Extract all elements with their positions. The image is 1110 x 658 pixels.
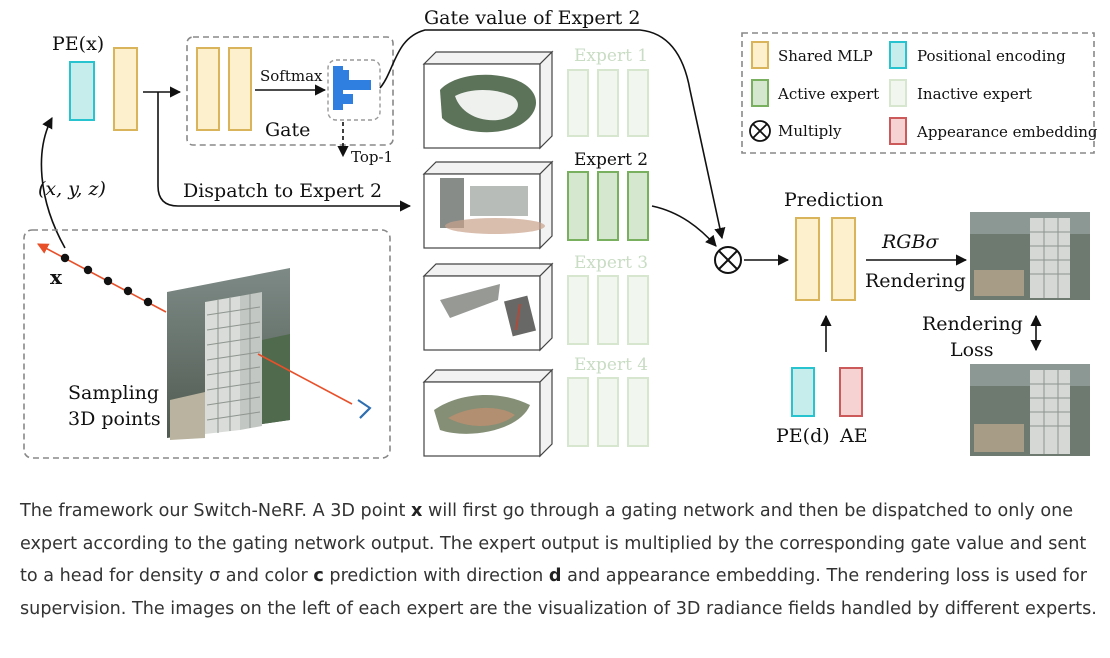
- expert-4-label: Expert 4: [574, 355, 648, 375]
- legend-pe-swatch: [889, 41, 907, 69]
- softmax-label: Softmax: [260, 67, 323, 85]
- expert-2-label: Expert 2: [574, 150, 648, 170]
- expert-3-label: Expert 3: [574, 253, 648, 273]
- pe-d-label: PE(d): [776, 425, 830, 447]
- legend-shared-mlp-label: Shared MLP: [778, 47, 873, 65]
- legend-ae-swatch: [889, 117, 907, 145]
- pe-d-block: [791, 367, 815, 417]
- expert-1-mlp: [567, 69, 649, 137]
- sampling-label-line2: 3D points: [68, 408, 161, 430]
- pe-x-block: [69, 61, 95, 121]
- gate-value-arrow: [379, 29, 726, 240]
- expert-4-visualization: [422, 368, 554, 458]
- multiply-icon: [714, 246, 742, 274]
- sample-to-pe-arrow: [40, 117, 66, 249]
- legend-multiply-label: Multiply: [778, 122, 842, 140]
- expert-to-multiply-arrow: [651, 205, 717, 247]
- gate-box: [186, 36, 394, 146]
- coords-label: (x, y, z): [38, 178, 106, 200]
- legend-inactive-label: Inactive expert: [917, 85, 1032, 103]
- switch-nerf-diagram: PE(x) (x, y, z) Dispatch to Expert 2 Sof…: [23, 7, 1098, 459]
- gate-mlp-2: [228, 47, 252, 131]
- expert-2-visualization: [422, 160, 554, 250]
- legend-active-swatch: [751, 79, 769, 107]
- x-point-label: x: [50, 265, 63, 289]
- rgb-sigma-label: RGBσ: [881, 231, 939, 253]
- gate-output-box: [327, 59, 381, 121]
- legend-ae-label: Appearance embedding: [916, 123, 1098, 141]
- legend-active-label: Active expert: [777, 85, 879, 103]
- rendering-loss-label-line1: Rendering: [922, 313, 1023, 335]
- expert-1-label: Expert 1: [574, 46, 648, 66]
- gate-label: Gate: [265, 119, 310, 141]
- gate-value-label: Gate value of Expert 2: [424, 7, 640, 29]
- dispatch-label: Dispatch to Expert 2: [183, 180, 382, 202]
- caption-part-3: prediction with direction: [323, 566, 549, 586]
- sampling-box: [23, 229, 391, 459]
- rendered-image: [970, 212, 1090, 300]
- expert-3-visualization: [422, 262, 554, 352]
- legend-inactive-swatch: [889, 79, 907, 107]
- ae-block: [839, 367, 863, 417]
- caption-bold-x: x: [411, 501, 423, 521]
- sampling-label-line1: Sampling: [68, 382, 159, 404]
- sample-points: [60, 253, 153, 307]
- caption-bold-d: d: [548, 566, 562, 586]
- expert-1-visualization: [422, 50, 554, 150]
- caption-part-1: The framework our Switch-NeRF. A 3D poin…: [20, 501, 412, 521]
- pe-x-label: PE(x): [52, 33, 104, 55]
- rendering-loss-label-line2: Loss: [950, 339, 994, 361]
- ae-label: AE: [839, 425, 868, 447]
- caption-part-2: will first go through a gating network a…: [20, 501, 1087, 586]
- legend-box: [741, 32, 1095, 154]
- legend-shared-mlp-swatch: [751, 41, 769, 69]
- caption-bold-c: c: [313, 566, 324, 586]
- legend-pe-label: Positional encoding: [917, 47, 1066, 65]
- rendering-label: Rendering: [865, 270, 966, 292]
- expert-2-mlp: [567, 171, 649, 241]
- gate-mlp-1: [196, 47, 220, 131]
- caption-part-4: and appearance embedding. The rendering …: [20, 566, 1097, 619]
- camera-icon: [357, 399, 372, 419]
- legend-multiply-icon: [749, 120, 771, 142]
- top1-label: Top-1: [351, 148, 393, 166]
- head-mlp-2: [831, 217, 856, 301]
- prediction-label: Prediction: [784, 189, 883, 211]
- figure-caption: The framework our Switch-NeRF. A 3D poin…: [20, 495, 1100, 625]
- ray-inner: [257, 353, 353, 405]
- dispatch-arrow: [157, 92, 412, 212]
- gate-distribution-icon: [333, 66, 371, 110]
- expert-4-mlp: [567, 377, 649, 447]
- input-shared-mlp: [113, 47, 138, 131]
- building-photo: [167, 268, 290, 440]
- head-mlp-1: [795, 217, 820, 301]
- ground-truth-image: [970, 364, 1090, 456]
- expert-3-mlp: [567, 275, 649, 345]
